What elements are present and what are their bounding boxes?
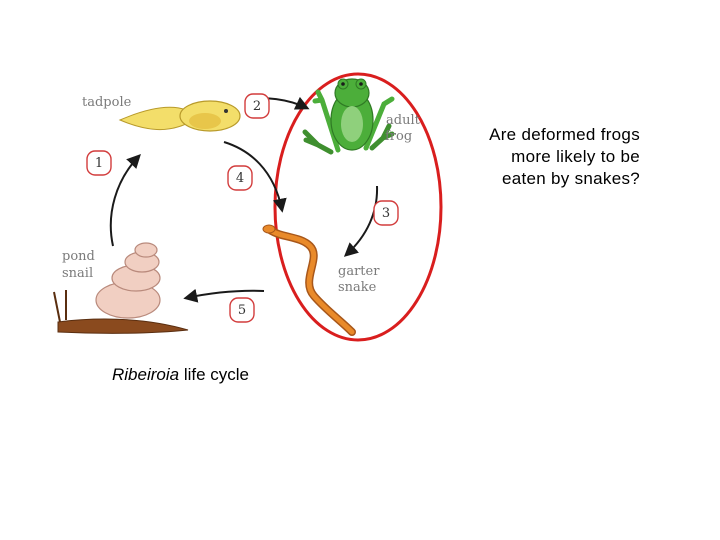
question-line: Are deformed frogs: [489, 125, 640, 144]
label-garter: garter: [338, 264, 380, 279]
svg-text:1: 1: [95, 156, 103, 171]
label-adult: adult: [386, 113, 421, 128]
diagram-caption: Ribeiroia life cycle: [112, 365, 249, 385]
step-badge-5: 5: [229, 297, 255, 323]
arrow-snail-to-tadpole: [109, 153, 141, 247]
tadpole-illustration: [118, 100, 241, 132]
caption-species: Ribeiroia: [112, 365, 180, 384]
label-pond: pond: [62, 249, 95, 264]
label-tadpole: tadpole: [82, 95, 132, 110]
caption-rest: life cycle: [183, 365, 250, 384]
question-line: more likely to be: [511, 147, 640, 166]
frog-illustration: [302, 78, 395, 155]
step-badge-1: 1: [86, 150, 112, 176]
label-snake: snake: [338, 280, 377, 295]
question-text: Are deformed frogs more likely to be eat…: [440, 124, 640, 190]
step-badge-4: 4: [227, 165, 253, 191]
label-frog: frog: [385, 129, 412, 144]
svg-text:2: 2: [253, 99, 261, 114]
arrow-snake-to-snail: [183, 288, 265, 303]
svg-text:5: 5: [238, 303, 246, 318]
question-line: eaten by snakes?: [501, 169, 640, 188]
svg-text:4: 4: [236, 171, 244, 186]
step-badge-2: 2: [244, 93, 270, 119]
svg-text:3: 3: [382, 206, 390, 221]
snail-illustration: [53, 242, 189, 334]
snake-illustration: [262, 224, 356, 336]
label-snail: snail: [62, 266, 93, 281]
arrow-frog-to-snake: [343, 185, 379, 257]
arrow-step-4: [223, 141, 287, 213]
step-badge-3: 3: [373, 200, 399, 226]
